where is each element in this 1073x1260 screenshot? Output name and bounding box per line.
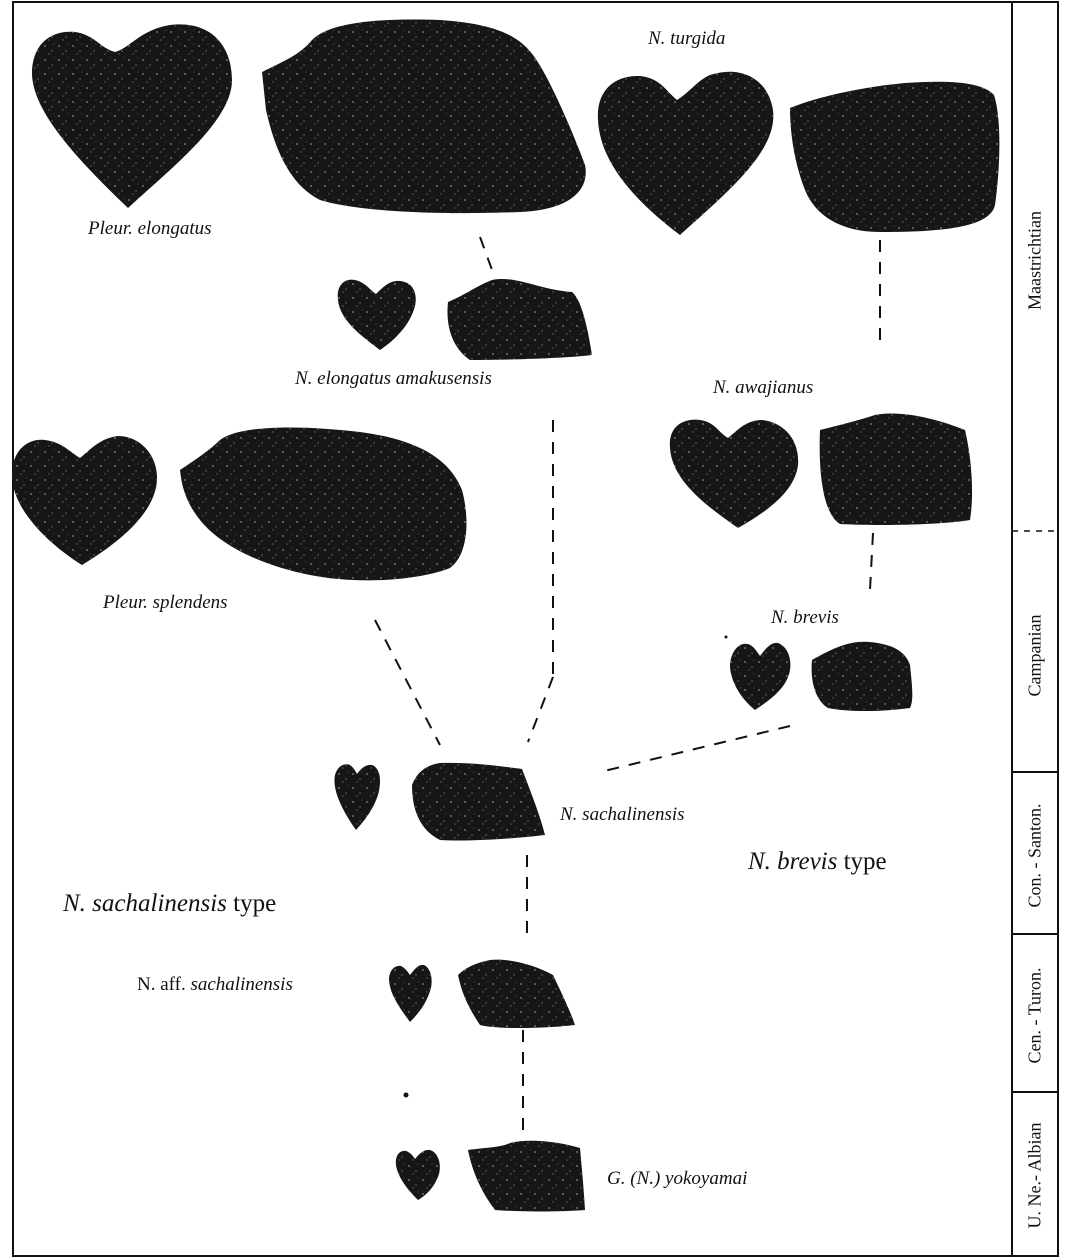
stray-mark: [725, 636, 728, 639]
lineage-line-elongatus-amakusensis: [480, 237, 495, 278]
stage-label-campanian: Campanian: [1025, 606, 1046, 706]
lineage-line-amakusensis-sachalinensis-curve: [528, 677, 553, 742]
label-n-awajianus: N. awajianus: [713, 377, 813, 399]
stray-mark: [404, 1093, 409, 1098]
label-n-aff-prefix: N. aff.: [137, 974, 186, 995]
label-n-aff-name: sachalinensis: [190, 974, 292, 995]
lineage-line-splendens-sachalinensis: [375, 620, 440, 745]
specimen-pleur-splendens-side-speckle: [180, 427, 466, 580]
specimen-pleur-elongatus-front-speckle: [32, 24, 232, 208]
group-name-brevis: N. brevis: [748, 848, 837, 875]
label-n-brevis: N. brevis: [771, 607, 839, 629]
label-n-sachalinensis: N. sachalinensis: [560, 804, 685, 826]
group-label-sachalinensis-type: N. sachalinensis type: [63, 890, 276, 918]
label-n-elongatus-amakusensis: N. elongatus amakusensis: [295, 368, 492, 390]
label-pleur-elongatus: Pleur. elongatus: [88, 218, 212, 240]
specimen-n-sachalinensis-side-speckle: [412, 763, 545, 841]
label-n-aff-sachalinensis: N. aff. sachalinensis: [137, 974, 293, 996]
label-pleur-splendens: Pleur. splendens: [103, 592, 228, 614]
specimen-n-awajianus-side-speckle: [820, 413, 972, 524]
stage-label-con-santon: Con. - Santon.: [1025, 801, 1046, 911]
specimen-n-turgida-front-speckle: [598, 72, 774, 235]
specimen-n-amakusensis-side-speckle: [447, 279, 592, 360]
specimen-n-turgida-side-speckle: [790, 82, 999, 232]
specimen-pleur-splendens-front-speckle: [12, 436, 157, 565]
specimen-texture: [12, 20, 999, 1212]
specimen-g-n-yokoyamai-side-speckle: [468, 1141, 585, 1212]
specimen-n-awajianus-front-speckle: [670, 420, 798, 528]
specimen-n-amakusensis-front-speckle: [338, 280, 416, 350]
specimen-n-aff-sachalinensis-front-speckle: [389, 965, 432, 1022]
group-type-word: type: [233, 890, 276, 917]
lineage-line-awajianus-brevis: [870, 533, 873, 590]
specimen-n-sachalinensis-front-speckle: [334, 764, 380, 830]
specimen-pleur-elongatus-side-speckle: [262, 20, 586, 214]
specimen-n-aff-sachalinensis-side-speckle: [458, 960, 575, 1028]
specimen-n-brevis-side-speckle: [812, 642, 913, 711]
specimen-g-n-yokoyamai-front-speckle: [396, 1150, 440, 1200]
specimen-n-brevis-front-speckle: [730, 643, 790, 710]
group-label-brevis-type: N. brevis type: [748, 848, 887, 876]
label-n-turgida: N. turgida: [648, 28, 725, 50]
stage-label-maastrichtian: Maastrichtian: [1025, 201, 1046, 321]
group-type-word: type: [844, 848, 887, 875]
group-name-sachalinensis: N. sachalinensis: [63, 890, 227, 917]
stage-label-cen-turon: Cen. - Turon.: [1025, 961, 1046, 1071]
lineage-line-brevis-sachalinensis: [600, 726, 790, 772]
stage-label-u-ne-albian: U. Ne.- Albian: [1025, 1116, 1046, 1236]
label-g-n-yokoyamai: G. (N.) yokoyamai: [607, 1168, 747, 1190]
